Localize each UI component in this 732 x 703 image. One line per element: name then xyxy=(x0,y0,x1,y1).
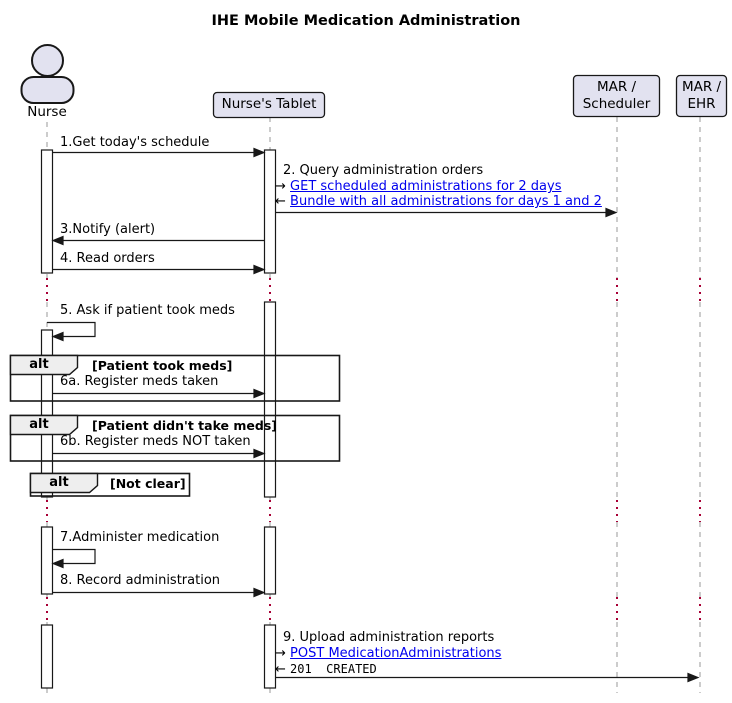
ehr-label-line2: EHR xyxy=(687,96,716,112)
arrowhead-left-icon xyxy=(51,558,64,569)
ehr-label: MAR / EHR xyxy=(676,79,727,113)
activation-bar-tablet xyxy=(263,624,277,689)
activation-bar-tablet xyxy=(263,149,277,274)
alt-frames xyxy=(9,354,341,497)
alt-operator-label-3: alt xyxy=(49,475,69,490)
arrowhead-left-icon xyxy=(51,235,64,246)
message-6b-label: 6b. Register meds NOT taken xyxy=(60,434,251,449)
message-arrows xyxy=(47,147,700,683)
arrowhead-left-icon xyxy=(51,331,64,342)
message-3-label: 3.Notify (alert) xyxy=(60,222,156,237)
message-6a-label: 6a. Register meds taken xyxy=(60,374,219,389)
arrowhead-right-icon xyxy=(253,448,266,459)
bundle-administrations-link[interactable]: Bundle with all administrations for days… xyxy=(290,194,602,209)
message-2-response: ← Bundle with all administrations for da… xyxy=(275,195,602,209)
request-arrow-glyph: → xyxy=(275,646,286,661)
activation-bar-nurse xyxy=(40,149,54,274)
activation-bar-nurse xyxy=(40,329,54,498)
activation-bar-tablet xyxy=(263,526,277,595)
diagram-title: IHE Mobile Medication Administration xyxy=(211,13,521,29)
participant-box-scheduler xyxy=(572,74,661,118)
ehr-label-line1: MAR / xyxy=(681,79,722,95)
activation-bar-nurse xyxy=(40,624,54,689)
nurse-actor-icon xyxy=(20,44,75,104)
participant-box-tablet xyxy=(212,91,326,119)
message-9-request: → POST MedicationAdministrations xyxy=(275,647,501,661)
arrowhead-right-icon xyxy=(253,388,266,399)
alt-guard-3: [Not clear] xyxy=(110,476,186,491)
alt-operator-label-2: alt xyxy=(29,417,49,432)
message-9-label: 9. Upload administration reports xyxy=(283,630,495,645)
post-medication-administrations-link[interactable]: POST MedicationAdministrations xyxy=(290,646,502,661)
alt-headers xyxy=(9,354,99,494)
tablet-label: Nurse's Tablet xyxy=(221,96,317,112)
alt-guard-2: [Patient didn't take meds] xyxy=(92,418,277,433)
alt-header-pentagon-3 xyxy=(29,472,99,494)
arrowhead-right-icon xyxy=(253,587,266,598)
actor-body xyxy=(20,76,75,104)
scheduler-label-line2: Scheduler xyxy=(582,96,651,112)
message-7-label: 7.Administer medication xyxy=(60,530,220,545)
message-5-label: 5. Ask if patient took meds xyxy=(60,303,235,318)
nurse-label: Nurse xyxy=(27,104,67,120)
arrowhead-right-icon xyxy=(687,672,700,683)
participant-boxes xyxy=(212,74,728,119)
delay-dots xyxy=(46,278,701,622)
arrowhead-right-icon xyxy=(253,264,266,275)
scheduler-label-line1: MAR / xyxy=(596,79,637,95)
message-2-label: 2. Query administration orders xyxy=(283,163,484,178)
message-8-label: 8. Record administration xyxy=(60,573,221,588)
message-2-request: → GET scheduled administrations for 2 da… xyxy=(275,180,561,194)
message-9-response: ← 201 CREATED xyxy=(275,662,377,677)
activation-bar-tablet xyxy=(263,301,277,498)
response-arrow-glyph: ← xyxy=(275,662,286,677)
alt-operator-label-1: alt xyxy=(29,357,49,372)
scheduler-label: MAR / Scheduler xyxy=(573,79,660,113)
actor-head xyxy=(31,44,64,77)
alt-header-pentagon-1 xyxy=(9,354,79,376)
alt-guard-1: [Patient took meds] xyxy=(92,358,233,373)
message-5-self-arrow xyxy=(47,321,96,338)
alt-frame-1 xyxy=(9,354,341,402)
get-scheduled-administrations-link[interactable]: GET scheduled administrations for 2 days xyxy=(290,179,562,194)
message-7-self-arrow xyxy=(53,548,96,565)
arrowhead-right-icon xyxy=(605,207,618,218)
message-4-label: 4. Read orders xyxy=(60,251,155,266)
arrowhead-right-icon xyxy=(253,147,266,158)
response-arrow-glyph: ← xyxy=(275,194,286,209)
activation-bar-nurse xyxy=(40,526,54,595)
message-1-label: 1.Get today's schedule xyxy=(60,135,210,150)
participant-box-ehr xyxy=(675,74,728,118)
status-code-201-created: 201 CREATED xyxy=(290,662,377,676)
request-arrow-glyph: → xyxy=(275,179,286,194)
activation-bars xyxy=(40,149,277,689)
alt-header-pentagon-2 xyxy=(9,414,79,436)
alt-frame-2 xyxy=(9,414,341,462)
